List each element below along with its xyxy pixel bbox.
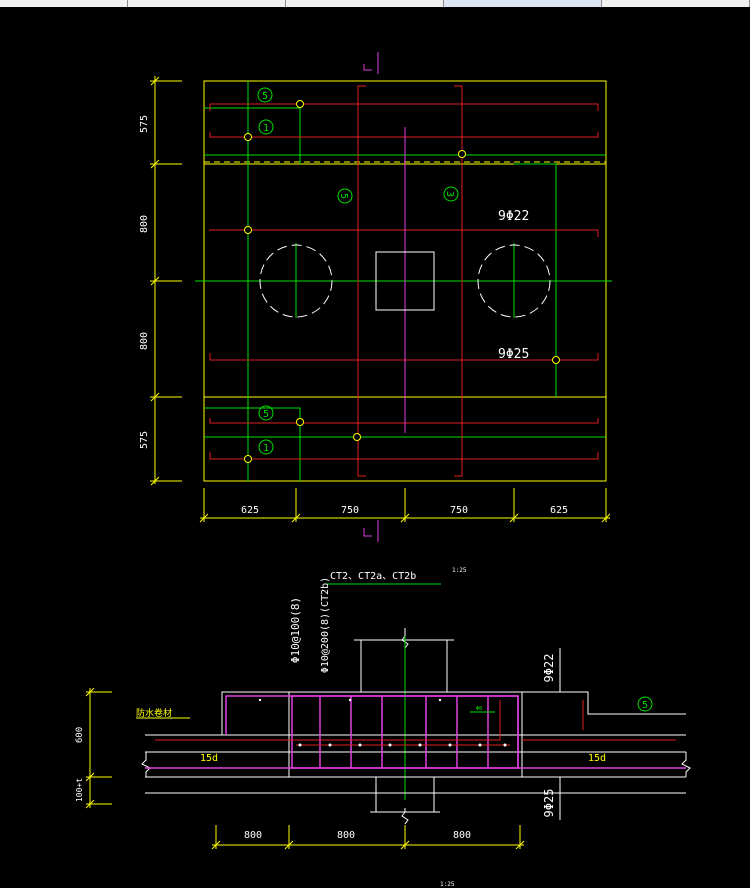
section-dim-bottom-label: 800: [337, 830, 355, 841]
small-rebar-label: Φ8: [476, 706, 482, 712]
section-dim-bottom-label: 800: [244, 830, 262, 841]
bar-label-top: 9Φ22: [498, 209, 529, 224]
svg-text:1: 1: [263, 443, 269, 454]
toolbar-cell[interactable]: [128, 0, 286, 7]
plan-dim-left-label: 800: [139, 332, 150, 350]
marker-circle: 1: [258, 119, 274, 135]
green-rebar: [195, 81, 612, 481]
plan-dim-left: [150, 76, 182, 486]
stirrup-label-b: Φ10@200(8)(CT2b): [320, 577, 331, 673]
toolbar-cell[interactable]: [0, 0, 128, 7]
bar-label-right-top: 9Φ22: [542, 654, 556, 683]
plan-dim-bottom-label: 750: [450, 505, 468, 516]
plan-dim-bottom-label: 625: [550, 505, 568, 516]
svg-text:5: 5: [262, 91, 268, 102]
section-dim-left: [85, 687, 112, 809]
section-red-rebar: [155, 700, 676, 746]
section-scale: 1:25: [452, 567, 467, 574]
section-cut-mark-bottom: [363, 520, 379, 542]
section-view: CT2、CT2a、CT2b 1:25 Φ10@100(8) Φ10@200(8)…: [75, 567, 691, 888]
slab-lines: [141, 734, 691, 794]
plan-dim-left-label: 575: [139, 115, 150, 133]
plan-dim-left-label: 800: [139, 215, 150, 233]
marker-circle: 5: [337, 188, 353, 204]
section-cut-mark-top: [363, 52, 379, 74]
waterproof-label: 防水卷材: [136, 707, 172, 719]
svg-text:1: 1: [263, 123, 269, 134]
column-above: [354, 628, 454, 692]
rebar-markers: 5 1 5 3 5 1: [257, 87, 459, 455]
marker-circle: 3: [443, 186, 459, 202]
anchor-label-right: 15d: [588, 753, 606, 764]
bar-label-bottom: 9Φ25: [498, 347, 529, 362]
bar-label-right-bottom: 9Φ25: [542, 789, 556, 818]
svg-text:5: 5: [263, 409, 269, 420]
footer-scale: 1:25: [440, 881, 455, 888]
svg-text:3: 3: [444, 191, 455, 197]
section-dim-height: 600: [75, 727, 85, 743]
red-rebar: [209, 85, 599, 477]
svg-text:5: 5: [338, 193, 349, 199]
section-magenta-rebar: [145, 695, 686, 769]
pile-circle-right: [477, 244, 551, 318]
bar-ticks: [258, 698, 507, 747]
toolbar-cell-active[interactable]: [444, 0, 602, 7]
stirrup-label-a: Φ10@100(8): [289, 597, 302, 663]
plan-view: 5 1 5 3 5 1 9Φ22 9Φ: [139, 52, 612, 542]
section-title: CT2、CT2a、CT2b: [330, 571, 416, 582]
pile-circle-left: [259, 244, 333, 318]
pile-below: [370, 777, 440, 825]
section-dim-base: 100+t: [75, 778, 84, 802]
section-marker: 5: [637, 696, 653, 712]
toolbar-cell[interactable]: [286, 0, 444, 7]
anchor-label-left: 15d: [200, 753, 218, 764]
plan-dim-bottom-label: 750: [341, 505, 359, 516]
svg-text:5: 5: [642, 700, 648, 711]
marker-circle: 1: [258, 439, 274, 455]
column-outline: [375, 251, 435, 311]
section-dim-bottom-label: 800: [453, 830, 471, 841]
section-dim-bottom: [211, 825, 525, 850]
marker-circle: 5: [258, 405, 274, 421]
pile-circles: [259, 244, 551, 318]
plan-dim-bottom-label: 625: [241, 505, 259, 516]
plan-dim-bottom: [199, 488, 611, 523]
plan-dim-left-label: 575: [139, 431, 150, 449]
marker-circle: 5: [257, 87, 273, 103]
rebar-dots: [244, 100, 560, 463]
